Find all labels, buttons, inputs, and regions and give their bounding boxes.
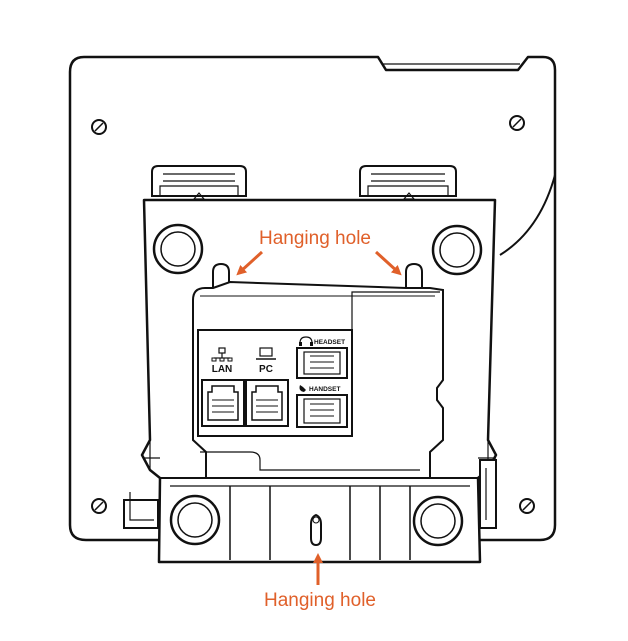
screw-hole-bottom-right <box>519 498 535 514</box>
headset-port: HEADSET <box>296 336 348 379</box>
handset-port: HANDSET <box>296 385 348 428</box>
screw-hole-top-left <box>91 119 107 135</box>
computer-icon <box>256 347 276 360</box>
bracket-right <box>479 459 497 529</box>
lan-label: LAN <box>212 364 233 375</box>
pc-port: PC <box>245 347 289 427</box>
bracket-left <box>123 492 159 529</box>
clip-left <box>151 165 247 200</box>
lan-port: LAN <box>201 347 245 427</box>
arrow-top-right <box>374 250 402 276</box>
recess-lower-ledge <box>200 451 420 471</box>
headset-icon <box>299 336 313 346</box>
foot-top-right <box>431 224 483 276</box>
hanging-hole-top-left <box>212 262 230 288</box>
screw-hole-bottom-left <box>91 498 107 514</box>
hanging-hole-callout-bottom: Hanging hole <box>264 590 376 611</box>
network-icon <box>211 347 233 362</box>
clip-right <box>359 165 457 200</box>
arrow-top-left <box>236 250 264 276</box>
hanging-hole-callout-top: Hanging hole <box>259 228 371 249</box>
foot-top-left <box>152 223 204 275</box>
headset-label: HEADSET <box>314 339 345 346</box>
screw-hole-top-right <box>509 115 525 131</box>
hanging-hole-top-right <box>405 262 423 288</box>
handset-label: HANDSET <box>309 386 340 393</box>
foot-bottom-left <box>169 494 221 546</box>
pc-label: PC <box>259 364 273 375</box>
foot-bottom-right <box>412 495 464 547</box>
hanging-hole-bottom <box>310 513 322 547</box>
lower-section <box>144 440 496 560</box>
handset-icon <box>299 385 306 392</box>
port-block: LAN PC HEADSET <box>197 291 440 437</box>
side-arc <box>499 174 556 256</box>
